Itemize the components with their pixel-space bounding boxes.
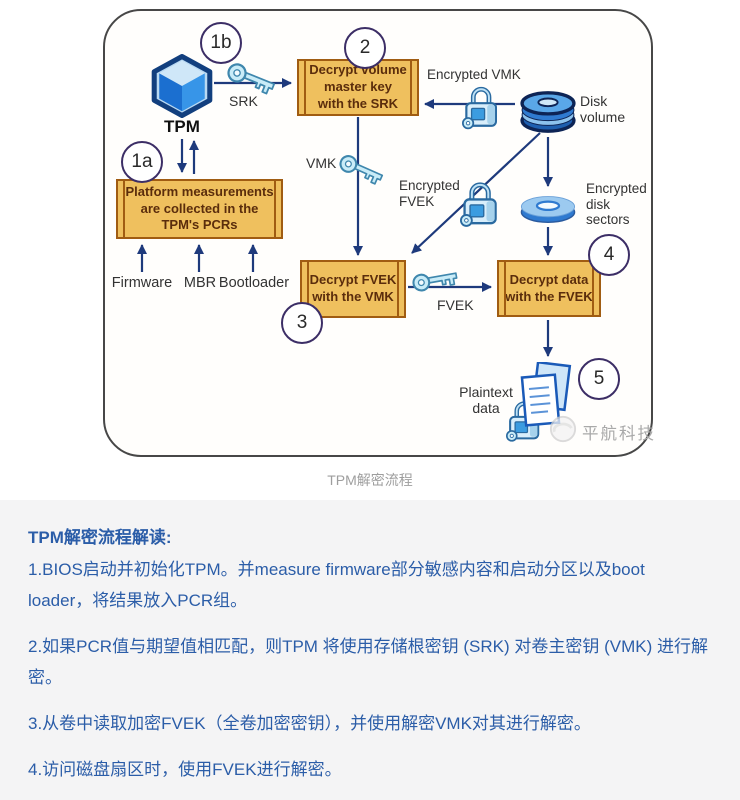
note-item-4: 4.访问磁盘扇区时，使用FVEK进行解密。 — [28, 760, 342, 779]
box-decrypt-volume-master-key: Decrypt volume master key with the SRK — [297, 59, 419, 116]
note-item-3: 3.从卷中读取加密FVEK（全卷加密密钥），并使用解密VMK对其进行解密。 — [28, 714, 591, 733]
step-badge-5: 5 — [578, 358, 620, 400]
encrypted-fvek-lock-icon — [460, 181, 502, 227]
watermark-text: 平航科技 — [582, 425, 656, 443]
step-badge-2: 2 — [344, 27, 386, 69]
note-item-1: 1.BIOS启动并初始化TPM。并measure firmware部分敏感内容和… — [28, 560, 645, 610]
tpm-chip-icon — [151, 54, 213, 118]
diagram-caption: TPM解密流程 — [327, 472, 413, 488]
fvek-label: FVEK — [437, 297, 474, 313]
note-item-2: 2.如果PCR值与期望值相匹配，则TPM 将使用存储根密钥 (SRK) 对卷主密… — [28, 637, 709, 687]
arrow-disk-to-decrypt-fvek — [411, 132, 541, 254]
mbr-label: MBR — [183, 275, 217, 291]
encrypted-fvek-label: Encrypted FVEK — [399, 178, 460, 209]
disk-sectors-icon — [517, 192, 579, 225]
box-decrypt-data: Decrypt data with the FVEK — [497, 260, 601, 317]
encrypted-vmk-lock-icon — [462, 85, 502, 130]
box-platform-measurements: Platform measurements are collected in t… — [116, 179, 283, 239]
srk-label: SRK — [229, 93, 258, 109]
step-badge-4: 4 — [588, 234, 630, 276]
notes-heading: TPM解密流程解读: — [28, 528, 172, 547]
tpm-flow-diagram: Platform measurements are collected in t… — [103, 9, 656, 457]
bootloader-label: Bootloader — [218, 275, 290, 291]
encrypted-disk-sectors-label: Encrypted disk sectors — [586, 181, 647, 227]
flow-arrows — [137, 78, 553, 357]
tpm-label: TPM — [164, 117, 200, 136]
step-badge-3: 3 — [281, 302, 323, 344]
disk-volume-label: Disk volume — [580, 93, 626, 125]
step-badge-1b: 1b — [200, 22, 242, 64]
encrypted-vmk-label: Encrypted VMK — [427, 67, 521, 82]
notes-panel: TPM解密流程解读: 1.BIOS启动并初始化TPM。并measure firm… — [0, 500, 740, 800]
vmk-label: VMK — [306, 155, 337, 171]
disk-volume-icon — [517, 87, 579, 135]
plaintext-data-label: Plaintext data — [459, 384, 513, 416]
watermark-logo-icon — [549, 415, 577, 443]
firmware-label: Firmware — [111, 275, 173, 291]
step-badge-1a: 1a — [121, 141, 163, 183]
